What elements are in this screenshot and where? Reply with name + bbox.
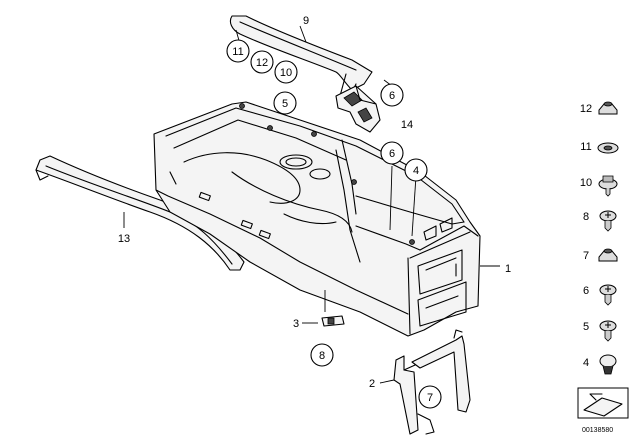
diagram-code: 00138580	[582, 427, 613, 434]
callout-10: 10	[274, 60, 298, 84]
callout-circle	[310, 343, 334, 367]
callout-circle	[404, 158, 428, 182]
bracket-part-14	[335, 85, 381, 133]
diagram-code-box: 00138580	[577, 387, 629, 434]
callout-2: 2	[369, 378, 375, 390]
callout-text: 5	[282, 98, 288, 110]
callout-1: 1	[505, 263, 511, 275]
callout-circle	[226, 39, 250, 63]
bracket-part-7	[411, 329, 471, 435]
callout-text: 4	[413, 165, 419, 177]
callout-text: 9	[303, 15, 309, 27]
callout-circle	[380, 83, 404, 107]
callout-text: 6	[389, 148, 395, 160]
legend-row-4: 4	[583, 354, 617, 375]
legend-label: 11	[580, 141, 591, 153]
callout-text: 12	[256, 57, 268, 69]
callout-14: 14	[401, 119, 413, 131]
legend-label: 10	[580, 177, 592, 189]
legend-row-8: 8	[583, 210, 617, 232]
washer-icon	[597, 142, 619, 154]
callout-6: 6	[380, 141, 404, 165]
callout-text: 2	[369, 378, 375, 390]
screw-icon	[599, 320, 617, 342]
callout-text: 8	[319, 350, 325, 362]
legend-row-10: 10	[580, 175, 618, 197]
callout-circle	[274, 60, 298, 84]
legend-label: 6	[583, 285, 589, 297]
screw-icon	[599, 284, 617, 306]
callout-text: 7	[427, 392, 433, 404]
clip-part-3	[321, 315, 345, 327]
legend-row-6: 6	[583, 284, 617, 306]
legend-label: 4	[583, 357, 589, 369]
callout-text: 1	[505, 263, 511, 275]
callout-12: 12	[250, 50, 274, 74]
callout-text: 11	[232, 46, 243, 58]
callout-8: 8	[310, 343, 334, 367]
legend-row-5: 5	[583, 320, 617, 342]
legend-label: 12	[580, 103, 592, 115]
fastener-legend: 12 11 10 8 7 6 5 4	[580, 101, 619, 375]
callout-circle	[273, 91, 297, 115]
legend-row-11: 11	[580, 141, 619, 154]
center-console-part-1	[153, 101, 481, 337]
callout-6: 6	[380, 83, 404, 107]
legend-label: 7	[583, 250, 589, 262]
callout-13: 13	[118, 233, 130, 245]
callout-9: 9	[303, 15, 309, 27]
screw-collar-icon	[598, 175, 618, 197]
callout-3: 3	[293, 318, 299, 330]
legend-label: 5	[583, 321, 589, 333]
callout-circle	[418, 385, 442, 409]
callout-circle	[380, 141, 404, 165]
plug-icon	[599, 354, 617, 375]
nut-icon	[598, 101, 618, 115]
legend-row-12: 12	[580, 101, 618, 115]
callout-5: 5	[273, 91, 297, 115]
callout-7: 7	[418, 385, 442, 409]
callout-4: 4	[404, 158, 428, 182]
callout-11: 11	[226, 39, 250, 63]
legend-row-7: 7	[583, 248, 618, 262]
callout-text: 13	[118, 233, 130, 245]
trim-strip-part-9	[229, 15, 373, 101]
callout-circle	[250, 50, 274, 74]
callout-text: 10	[280, 67, 292, 79]
leader-lines	[123, 25, 500, 384]
nut-icon	[598, 248, 618, 262]
screw-icon	[599, 210, 617, 232]
callout-text: 6	[389, 90, 395, 102]
legend-label: 8	[583, 211, 589, 223]
callout-text: 14	[401, 119, 413, 131]
callout-text: 3	[293, 318, 299, 330]
